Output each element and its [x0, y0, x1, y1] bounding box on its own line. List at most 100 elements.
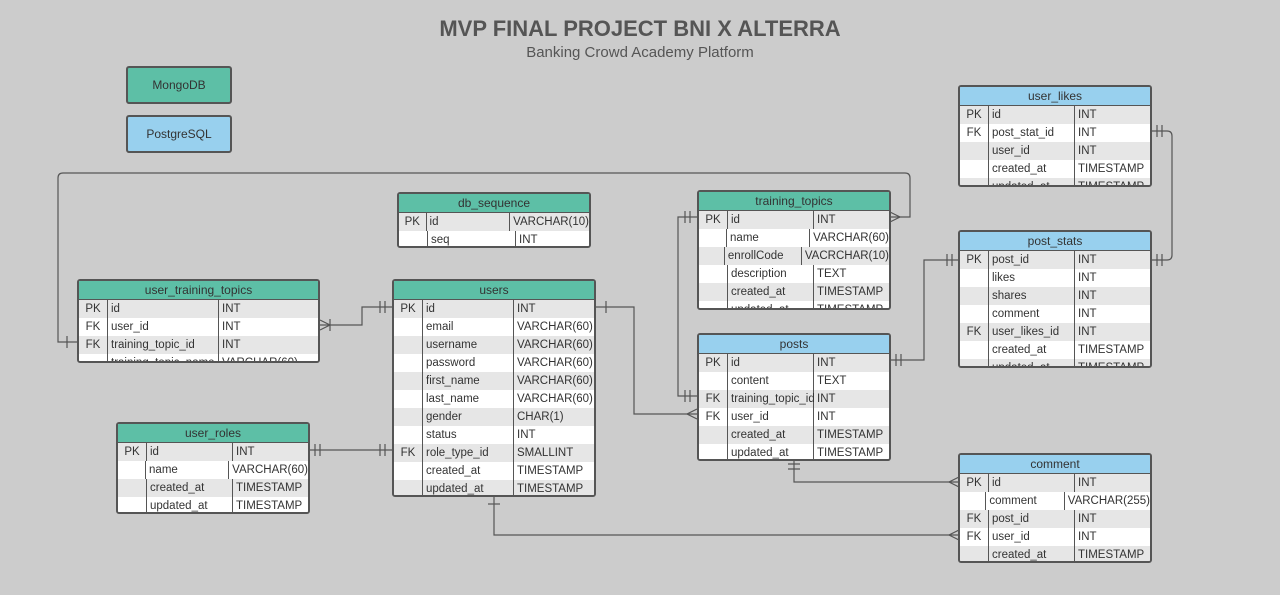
key-cell: [699, 426, 728, 444]
field-type-cell: CHAR(1): [517, 411, 564, 423]
field-name-cell: description: [728, 265, 814, 283]
field-type-cell: INT: [519, 234, 538, 246]
field-name-cell: training_topic_name: [108, 354, 219, 361]
rel-utt-users-crow: [319, 319, 332, 331]
field-type-cell: SMALLINT: [517, 447, 574, 459]
field-type-cell: INT: [1078, 326, 1097, 338]
field-name-cell: updated_at: [989, 359, 1075, 366]
field-type-cell: INT: [1078, 145, 1097, 157]
legend-mongodb: MongoDB: [126, 66, 232, 104]
field-name-cell: id: [427, 213, 511, 231]
rel-tt-posts-one-a: [684, 211, 691, 223]
field-name-cell: first_name: [423, 372, 514, 390]
diagram-subtitle: Banking Crowd Academy Platform: [526, 44, 754, 61]
key-cell: [394, 318, 423, 336]
field-type-cell: TEXT: [817, 375, 847, 387]
key-cell: [118, 497, 147, 512]
field-name-cell: user_id: [989, 142, 1075, 160]
field-type-cell: TIMESTAMP: [1078, 181, 1145, 187]
field-name-cell: last_name: [423, 390, 514, 408]
field-type-cell: TIMESTAMP: [817, 429, 884, 441]
field-name-cell: password: [423, 354, 514, 372]
key-cell: FK: [960, 323, 989, 341]
field-name-cell: id: [108, 300, 219, 318]
field-name-cell: content: [728, 372, 814, 390]
key-cell: [699, 265, 728, 283]
field-type-cell: INT: [817, 411, 836, 423]
comment-header: comment: [960, 455, 1150, 474]
key-cell: [960, 160, 989, 178]
key-cell: [118, 461, 147, 479]
field-type-cell: VARCHAR(60): [517, 393, 593, 405]
rel-users-comment: [493, 495, 959, 536]
user-roles-header: user_roles: [118, 424, 308, 443]
db-sequence-header: db_sequence: [399, 194, 589, 213]
key-cell: FK: [960, 124, 989, 142]
key-cell: [394, 336, 423, 354]
key-cell: FK: [79, 336, 108, 354]
field-name-cell: post_id: [989, 510, 1075, 528]
rel-utt-users: [320, 306, 393, 326]
key-cell: FK: [960, 528, 989, 546]
field-name-cell: id: [423, 300, 514, 318]
key-cell: PK: [699, 354, 728, 372]
key-cell: FK: [79, 318, 108, 336]
rel-likes-stats: [1152, 130, 1173, 261]
rel-users-comment-crow: [947, 529, 960, 541]
key-cell: PK: [399, 213, 427, 231]
field-name-cell: updated_at: [728, 301, 814, 308]
key-cell: [699, 372, 728, 390]
key-cell: [960, 492, 987, 510]
field-name-cell: user_likes_id: [989, 323, 1075, 341]
rel-likes-stats-one: [1156, 125, 1163, 266]
field-name-cell: post_stat_id: [989, 124, 1075, 142]
field-type-cell: VARCHAR(60): [232, 464, 308, 476]
rel-posts-comment-one: [788, 463, 800, 470]
field-type-cell: INT: [1078, 308, 1097, 320]
field-name-cell: created_at: [147, 479, 233, 497]
field-name-cell: enrollCode: [725, 247, 802, 265]
rel-posts-stats: [890, 259, 959, 361]
field-type-cell: TIMESTAMP: [236, 500, 303, 512]
field-type-cell: TIMESTAMP: [817, 447, 884, 459]
key-cell: FK: [960, 510, 989, 528]
field-type-cell: TIMESTAMP: [1078, 362, 1145, 368]
field-name-cell: name: [146, 461, 230, 479]
key-cell: FK: [699, 390, 728, 408]
rel-users-posts-crow: [685, 408, 698, 420]
legend-postgresql-label: PostgreSQL: [146, 127, 212, 141]
field-name-cell: id: [989, 474, 1075, 492]
rel-tt-posts-one-b: [684, 390, 691, 402]
key-cell: [394, 480, 423, 495]
key-cell: PK: [394, 300, 423, 318]
field-type-cell: INT: [1078, 254, 1097, 266]
field-name-cell: gender: [423, 408, 514, 426]
field-type-cell: VARCHAR(60): [222, 357, 298, 363]
field-type-cell: TIMESTAMP: [517, 483, 584, 495]
field-type-cell: VARCHAR(255): [1067, 495, 1150, 507]
rel-posts-stats-one: [895, 254, 953, 366]
rel-users-posts: [595, 306, 697, 415]
